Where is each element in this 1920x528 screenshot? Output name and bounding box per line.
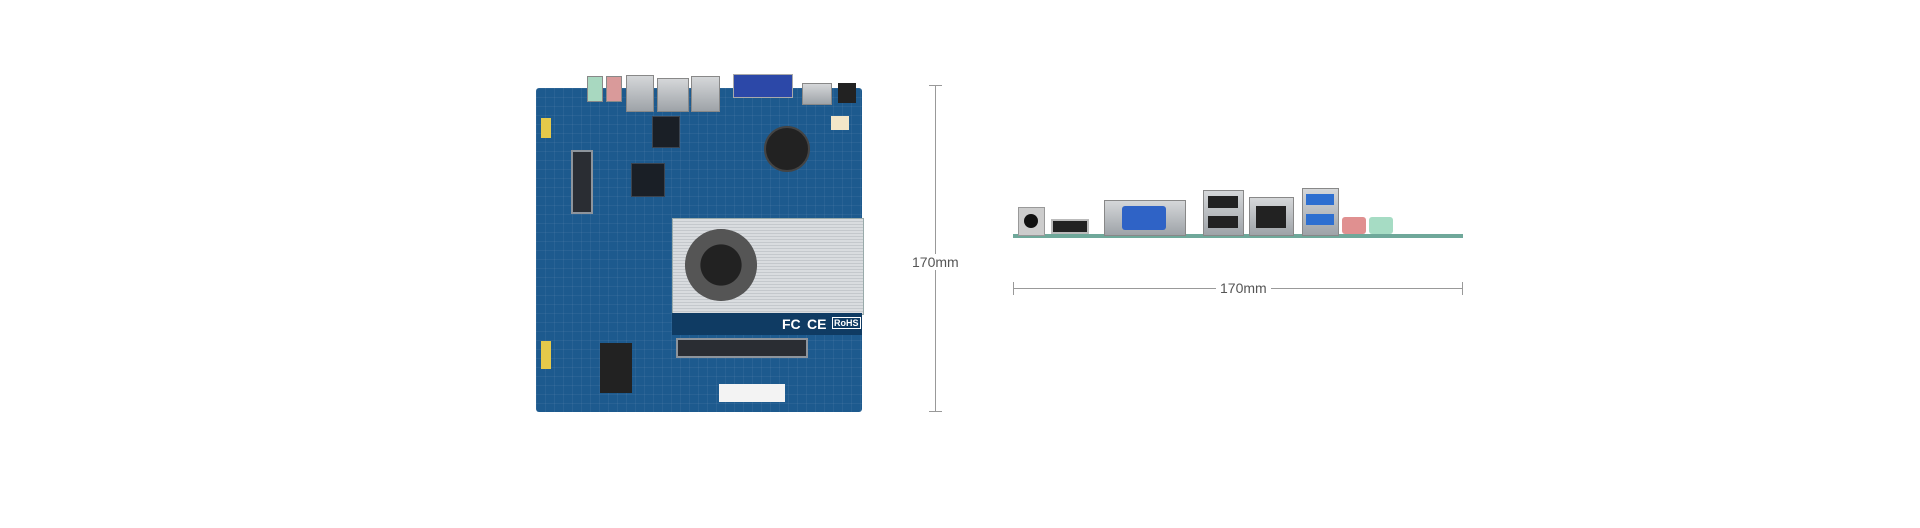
motherboard-top-view: FC CE RoHS [536, 74, 864, 412]
audio-jack-pink [1342, 217, 1366, 234]
rj45-port [657, 78, 689, 112]
height-label: 170mm [908, 254, 963, 270]
msata-slot [571, 150, 593, 214]
height-dimension-line [935, 85, 936, 412]
dc-jack [838, 83, 856, 103]
cooling-fan-icon [685, 229, 757, 301]
dimension-tick [1462, 282, 1463, 295]
dimension-tick [929, 411, 942, 412]
rohs-mark: RoHS [832, 317, 861, 329]
pin-header [541, 341, 551, 369]
usb3-port [626, 75, 654, 112]
motherboard-side-view [1013, 186, 1463, 239]
audio-jack-pink [606, 76, 622, 102]
ce-mark: CE [807, 316, 827, 332]
certification-area: FC CE RoHS [672, 313, 862, 335]
audio-jack-green [1369, 217, 1393, 234]
usb3-ports [1302, 188, 1339, 236]
vga-port [1104, 200, 1186, 236]
dc-jack [1018, 207, 1045, 236]
chipset [631, 163, 665, 197]
power-connector [831, 116, 849, 130]
usb2-ports [1203, 190, 1244, 236]
width-label: 170mm [1216, 280, 1271, 296]
pin-header [541, 118, 551, 138]
cmos-battery-icon [764, 126, 810, 172]
serial-label [719, 384, 785, 402]
lan-chip [652, 116, 680, 148]
dimension-tick [1013, 282, 1014, 295]
fcc-mark: FC [782, 316, 801, 332]
hdmi-port [802, 83, 832, 105]
cpu-heatsink [672, 218, 864, 315]
pcb-edge [1013, 234, 1463, 238]
rj45-port [1249, 197, 1294, 236]
usb2-port [691, 76, 720, 112]
sodimm-slot [676, 338, 808, 358]
vga-port [733, 74, 793, 98]
hdmi-port [1051, 219, 1089, 234]
audio-jack-green [587, 76, 603, 102]
sim-slot [600, 343, 632, 393]
dimension-tick [929, 85, 942, 86]
